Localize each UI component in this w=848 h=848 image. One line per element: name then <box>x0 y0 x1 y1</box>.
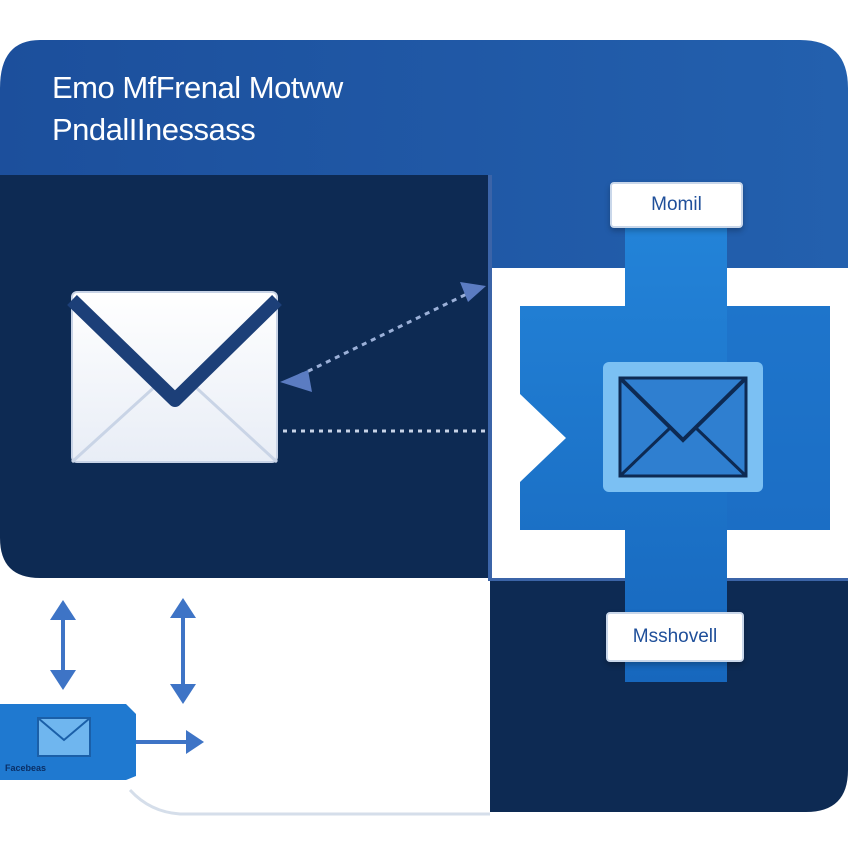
small-envelope-icon <box>0 704 136 780</box>
arrow-head-right <box>460 282 486 302</box>
page-title: Emo MfFrenal Motww <box>52 70 343 105</box>
arrow-head-left <box>280 370 312 392</box>
server-envelope-icon <box>603 362 763 492</box>
dashed-arrow-up <box>289 288 476 382</box>
arrow-icon <box>50 600 76 690</box>
server-top-label: Momil <box>610 182 743 228</box>
bottom-left-outline <box>128 788 490 816</box>
page-subtitle: PndalIInessass <box>52 112 256 147</box>
small-envelope-label: Facebeas <box>5 763 47 773</box>
envelope-icon <box>67 291 282 464</box>
arrow-icon-2 <box>170 598 196 704</box>
bottom-right-panel <box>490 578 848 812</box>
server-bottom-label: Msshovell <box>606 612 744 662</box>
